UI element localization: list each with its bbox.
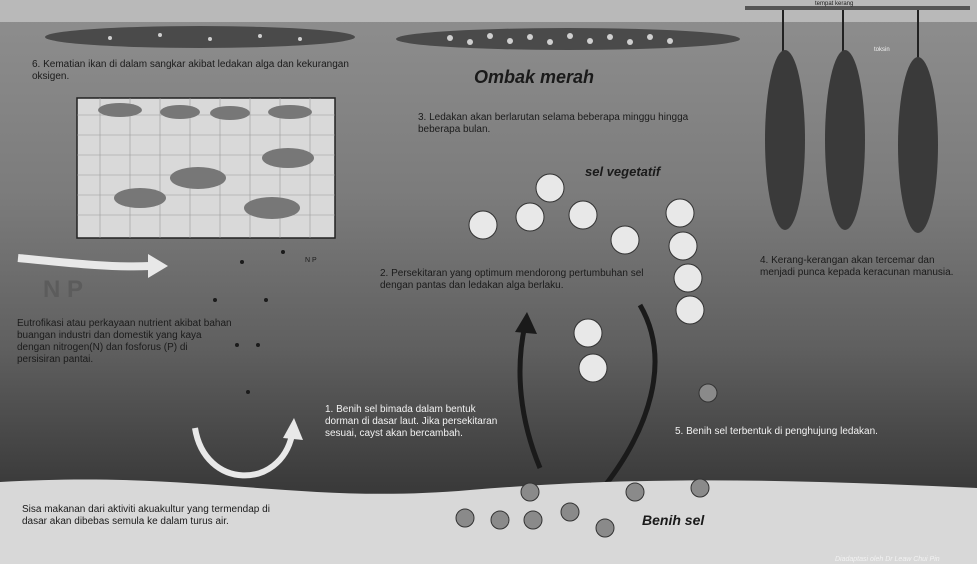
step5-text: 5. Benih sel terbentuk di penghujung led… <box>675 426 965 438</box>
step6-text: 6. Kematian ikan di dalam sangkar akibat… <box>32 59 372 83</box>
eutrophication-text: Eutrofikasi atau perkayaan nutrient akib… <box>17 318 232 366</box>
step1-text: 1. Benih sel bimada dalam bentuk dorman … <box>325 404 510 440</box>
step3-text: 3. Ledakan akan berlarutan selama bebera… <box>418 112 728 136</box>
arrow-down <box>600 305 655 492</box>
resuspend-arrow <box>195 428 292 475</box>
red-tide-title: Ombak merah <box>474 67 594 88</box>
vegetative-cell-label: sel vegetatif <box>585 164 660 179</box>
arrow-up <box>520 325 540 468</box>
toxin-label: toksin <box>874 47 890 54</box>
np-label-large: N P <box>43 276 83 304</box>
resuspend-arrow-head <box>283 418 303 440</box>
mussel-ropes <box>765 10 938 233</box>
algae-bloom-left <box>45 26 355 48</box>
np-label-small: N P <box>305 257 317 265</box>
step4-text: 4. Kerang-kerangan akan tercemar dan men… <box>760 255 965 279</box>
np-arrow-head <box>148 254 168 278</box>
cyst-label: Benih sel <box>642 512 704 528</box>
step2-text: 2. Persekitaran yang optimum mendorong p… <box>380 268 650 292</box>
arrow-up-head <box>515 312 537 334</box>
np-arrow <box>18 258 150 266</box>
mussel-raft <box>745 6 970 10</box>
aquaculture-text: Sisa makanan dari aktiviti akuakultur ya… <box>22 504 282 528</box>
credit-text: Diadaptasi oleh Dr Leaw Chui Pin <box>835 556 940 564</box>
mussel-rope-label: tempat kerang <box>815 1 853 8</box>
